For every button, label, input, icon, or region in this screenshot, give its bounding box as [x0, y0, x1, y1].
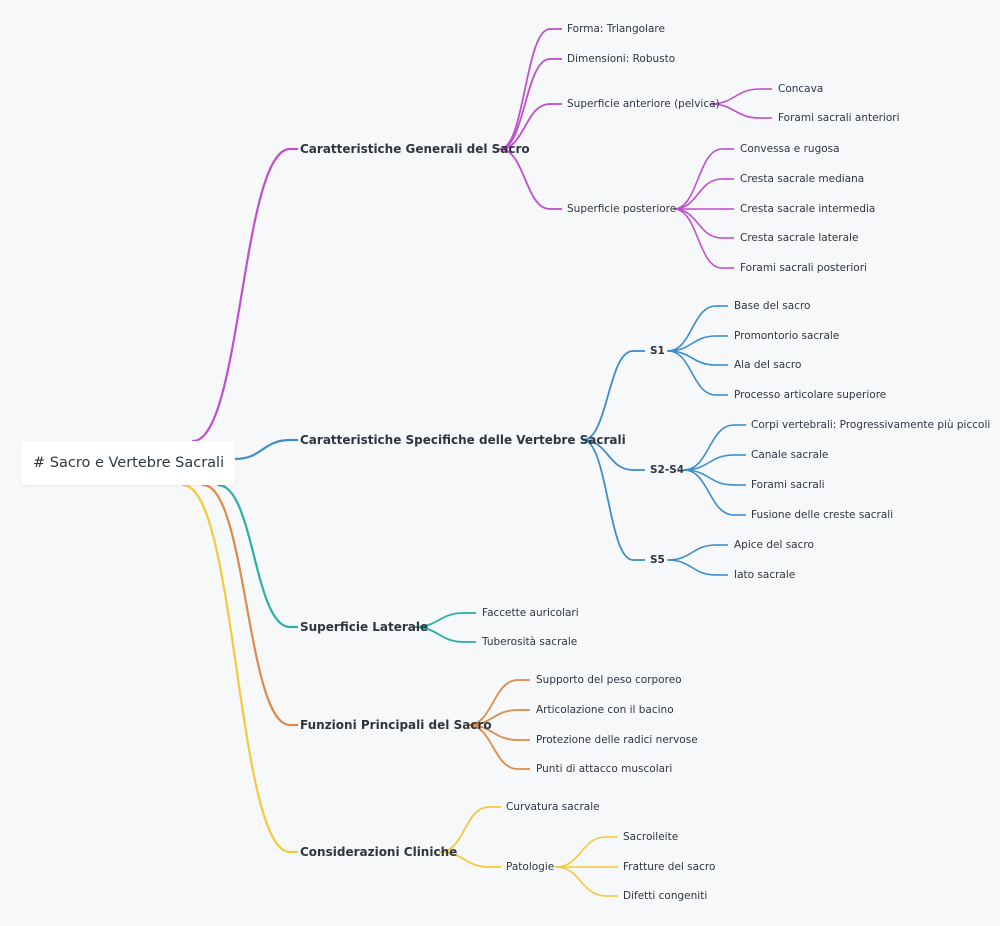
link-s1-0 [667, 305, 717, 352]
node-s1[interactable]: S1 [650, 345, 665, 357]
link-root-laterale [216, 483, 292, 629]
node-iato-sacrale[interactable]: Iato sacrale [734, 569, 796, 581]
link-generali-1 [499, 58, 551, 150]
branch-caratteristiche-specifiche[interactable]: Caratteristiche Specifiche delle Vertebr… [300, 433, 626, 447]
link-specifiche-0 [582, 350, 634, 441]
link-cliniche-0 [439, 806, 490, 853]
node-faccette-auricolari[interactable]: Faccette auricolari [482, 607, 579, 619]
branch-caratteristiche-generali[interactable]: Caratteristiche Generali del Sacro [300, 142, 530, 156]
node-corpi-vertebrali[interactable]: Corpi vertebrali: Progressivamente più p… [751, 419, 991, 431]
root-node[interactable]: # Sacro e Vertebre Sacrali [21, 441, 235, 485]
node-cresta-intermedia[interactable]: Cresta sacrale intermedia [740, 203, 876, 215]
node-patologie[interactable]: Patologie [506, 861, 555, 873]
node-concava[interactable]: Concava [778, 83, 824, 95]
link-root-specifiche [233, 438, 292, 461]
link-anteriore-1 [709, 103, 761, 119]
node-s2-s4[interactable]: S2-S4 [650, 464, 685, 476]
link-root-generali [191, 147, 292, 443]
branch-considerazioni-cliniche[interactable]: Considerazioni Cliniche [300, 845, 458, 859]
link-root-cliniche [181, 483, 292, 854]
node-punti-attacco[interactable]: Punti di attacco muscolari [536, 763, 673, 775]
node-articolazione-bacino[interactable]: Articolazione con il bacino [536, 704, 674, 716]
node-cresta-mediana[interactable]: Cresta sacrale mediana [740, 173, 865, 185]
link-generali-2 [499, 103, 551, 150]
link-cliniche-1 [439, 851, 490, 868]
node-curvatura-sacrale[interactable]: Curvatura sacrale [506, 801, 600, 813]
node-fusione-creste[interactable]: Fusione delle creste sacrali [751, 509, 894, 521]
link-specifiche-1 [582, 439, 634, 471]
link-root-funzioni [201, 483, 292, 727]
node-forami-posteriori[interactable]: Forami sacrali posteriori [740, 262, 867, 274]
node-canale-sacrale[interactable]: Canale sacrale [751, 449, 829, 461]
link-patologie-2 [555, 866, 607, 897]
node-cresta-laterale[interactable]: Cresta sacrale laterale [740, 232, 859, 244]
node-superficie-posteriore[interactable]: Superficie posteriore [567, 203, 677, 215]
branch-funzioni-principali[interactable]: Funzioni Principali del Sacro [300, 718, 492, 732]
link-s5-0 [667, 544, 717, 561]
node-convessa[interactable]: Convessa e rugosa [740, 143, 840, 155]
node-forami-anteriori[interactable]: Forami sacrali anteriori [778, 112, 900, 124]
node-dimensioni[interactable]: Dimensioni: Robusto [567, 53, 676, 65]
link-posteriore-3 [673, 208, 723, 239]
node-forma[interactable]: Forma: Triangolare [567, 23, 665, 35]
node-difetti-congeniti[interactable]: Difetti congeniti [623, 890, 708, 902]
node-sacroileite[interactable]: Sacroileite [623, 831, 679, 843]
node-superficie-anteriore[interactable]: Superficie anteriore (pelvica) [567, 98, 720, 110]
link-s1-3 [667, 350, 717, 396]
link-s2s4-3 [683, 469, 735, 516]
link-funzioni-3 [467, 724, 519, 770]
node-processo-articolare[interactable]: Processo articolare superiore [734, 389, 887, 401]
root-label: # Sacro e Vertebre Sacrali [33, 455, 225, 471]
link-posteriore-4 [673, 208, 723, 269]
node-apice-sacro[interactable]: Apice del sacro [734, 539, 814, 551]
link-posteriore-0 [673, 148, 723, 210]
link-laterale-1 [413, 626, 465, 643]
node-tuberosita-sacrale[interactable]: Tuberosità sacrale [482, 636, 578, 648]
link-generali-3 [499, 148, 551, 210]
branch-superficie-laterale[interactable]: Superficie Laterale [300, 620, 429, 634]
node-promontorio[interactable]: Promontorio sacrale [734, 330, 840, 342]
link-patologie-0 [555, 836, 607, 868]
link-generali-0 [499, 28, 551, 150]
node-fratture-sacro[interactable]: Fratture del sacro [623, 861, 716, 873]
link-s5-1 [667, 559, 717, 576]
link-posteriore-1 [673, 178, 723, 210]
link-s2s4-0 [683, 424, 735, 471]
node-ala-sacro[interactable]: Ala del sacro [734, 359, 802, 371]
node-forami-sacrali[interactable]: Forami sacrali [751, 479, 825, 491]
node-protezione-radici[interactable]: Protezione delle radici nervose [536, 734, 698, 746]
link-specifiche-2 [582, 439, 634, 561]
node-supporto-peso[interactable]: Supporto del peso corporeo [536, 674, 682, 686]
node-s5[interactable]: S5 [650, 554, 665, 566]
node-base-sacro[interactable]: Base del sacro [734, 300, 811, 312]
